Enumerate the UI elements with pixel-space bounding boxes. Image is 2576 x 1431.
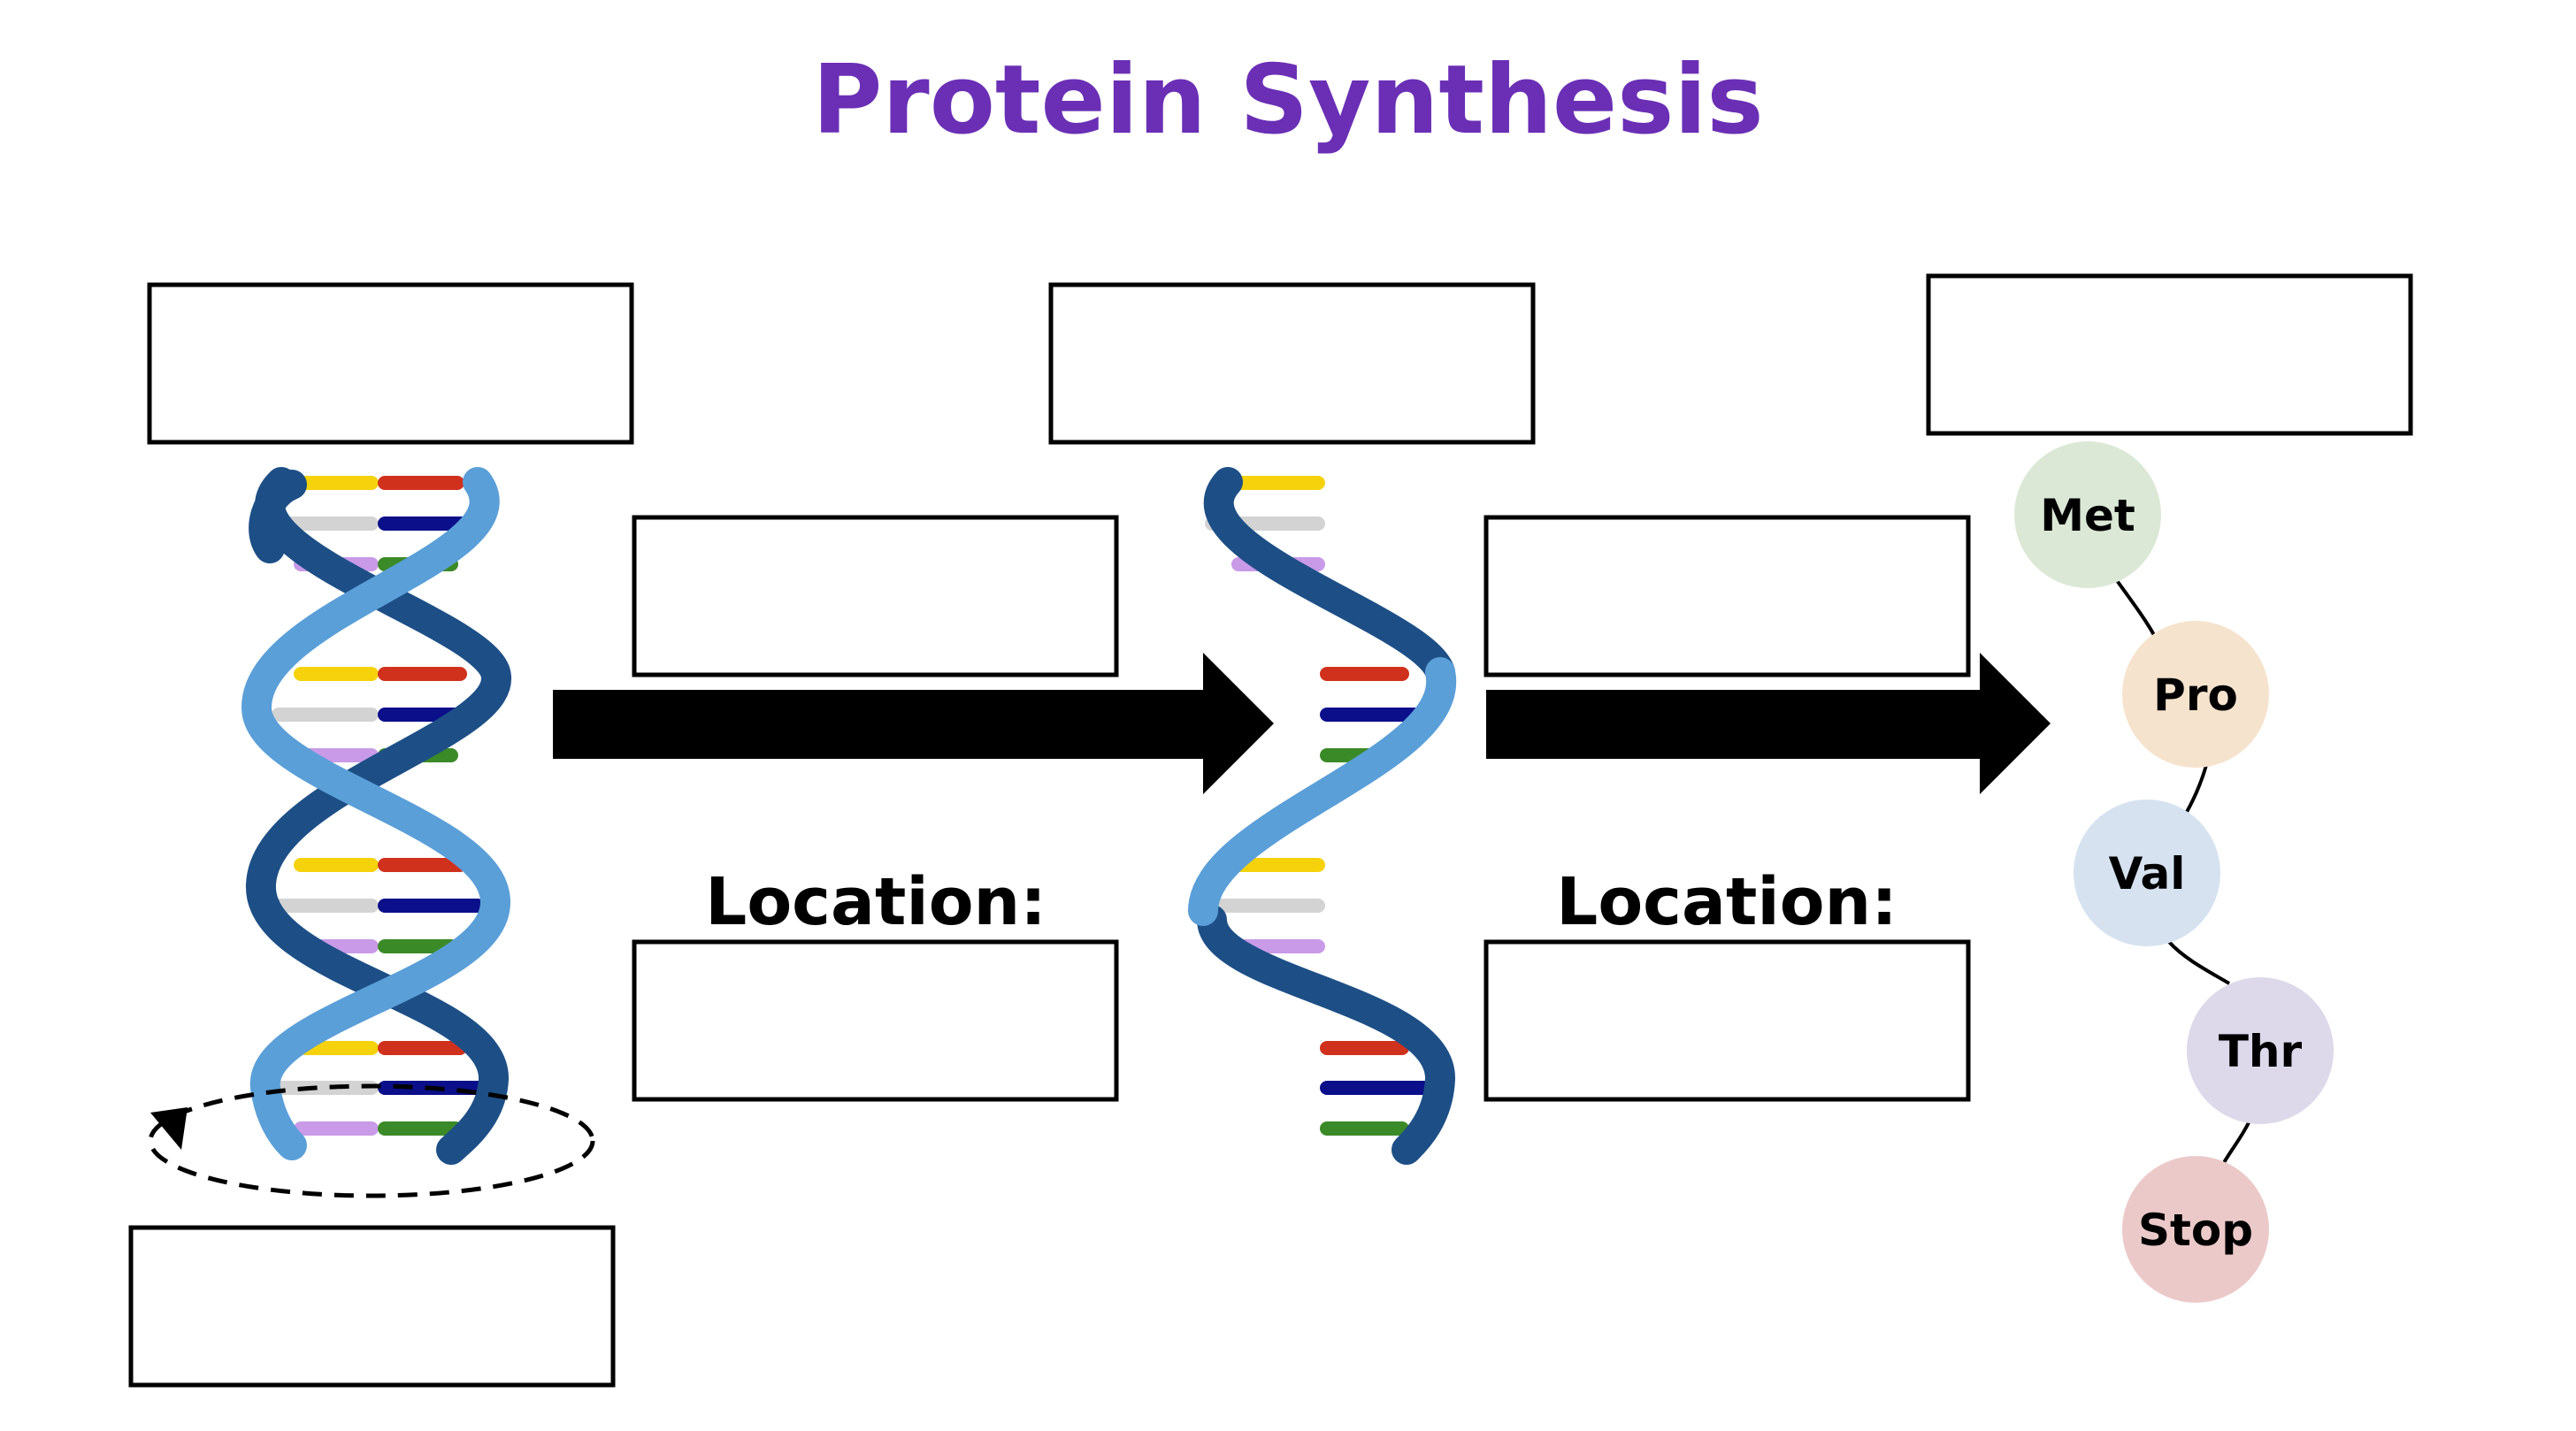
answer-box-protein[interactable]	[1926, 273, 2413, 436]
answer-box-process-2[interactable]	[1484, 515, 1971, 677]
amino-acid-val: Val	[2074, 800, 2220, 946]
amino-acid-label: Pro	[2153, 670, 2238, 721]
amino-acid-label: Met	[2040, 490, 2135, 541]
rotation-indicator	[148, 1083, 595, 1198]
amino-acid-label: Val	[2109, 848, 2186, 899]
right-arrow-2	[1486, 653, 2051, 794]
protein-chain: Met Pro Val Thr Stop	[2014, 441, 2334, 1303]
rotation-arrowhead-icon	[150, 1107, 188, 1150]
page-title: Protein Synthesis	[812, 45, 1763, 156]
amino-acid-label: Stop	[2138, 1205, 2253, 1256]
answer-box-mrna[interactable]	[1048, 282, 1536, 445]
mrna-backbone-dark	[1203, 467, 1455, 687]
location-label-2: Location:	[1556, 864, 1898, 940]
dna-strand-dark	[246, 467, 511, 1165]
answer-box-process-1[interactable]	[632, 515, 1119, 677]
amino-acid-thr: Thr	[2187, 977, 2334, 1124]
amino-acid-label: Thr	[2219, 1026, 2303, 1077]
right-arrow-1	[553, 653, 1274, 794]
dna-strand-light	[241, 467, 511, 1160]
dna-double-helix	[241, 467, 511, 1165]
answer-box-replication[interactable]	[128, 1225, 616, 1388]
answer-box-location-1[interactable]	[632, 939, 1119, 1102]
amino-acid-pro: Pro	[2122, 621, 2269, 768]
amino-acid-met: Met	[2014, 441, 2161, 588]
location-label-1: Location:	[705, 864, 1046, 940]
amino-acid-stop: Stop	[2122, 1156, 2269, 1303]
mrna-strand	[1188, 467, 1457, 1165]
answer-box-dna[interactable]	[147, 282, 634, 445]
answer-box-location-2[interactable]	[1484, 939, 1971, 1102]
mrna-backbone-light	[1188, 657, 1457, 926]
